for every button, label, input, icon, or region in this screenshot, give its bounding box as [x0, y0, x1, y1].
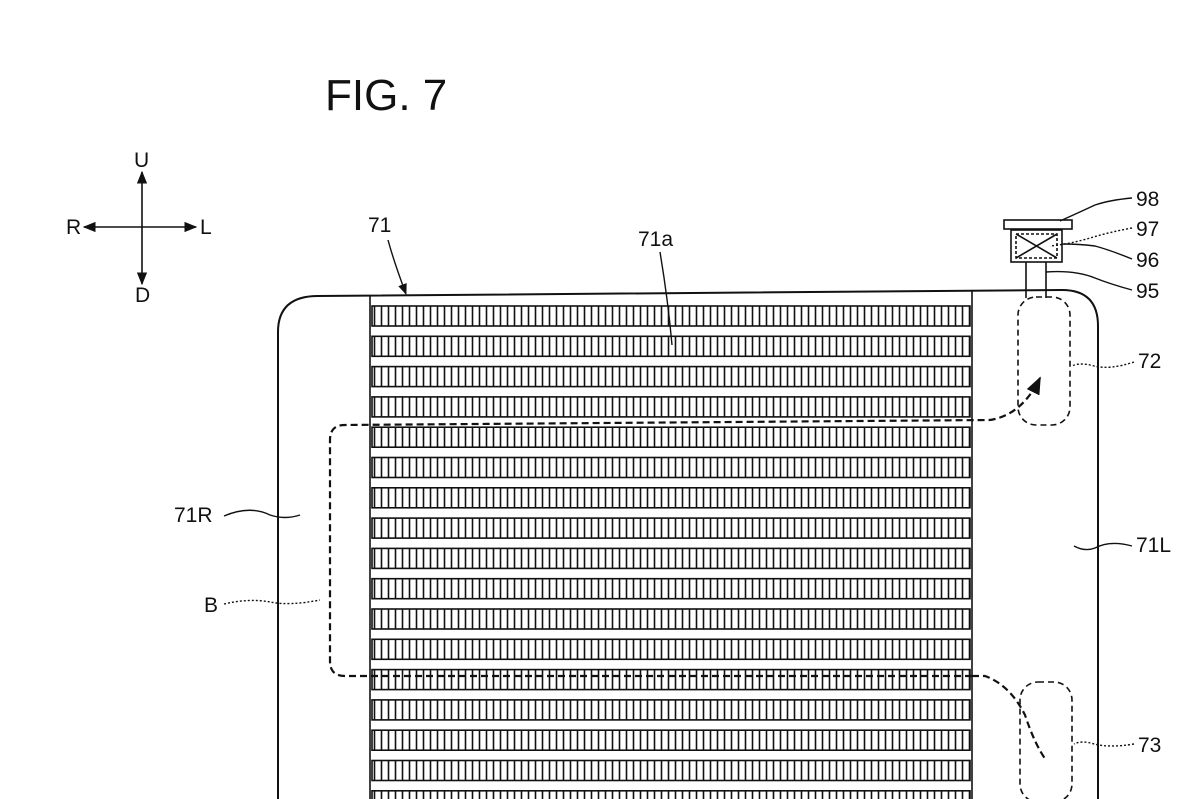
leader-lower-region — [1073, 741, 1135, 747]
fin-row — [371, 668, 971, 691]
leader-cap — [1059, 197, 1133, 222]
direction-down-label: D — [135, 284, 150, 307]
flow-path-b — [328, 376, 1041, 678]
fin-row — [371, 608, 971, 630]
label-radiator: 71 — [368, 214, 391, 237]
leader-radiator — [387, 239, 407, 296]
leader-upper-region — [1071, 361, 1135, 369]
fin-row — [371, 305, 971, 327]
radiator-body — [277, 288, 1099, 799]
direction-left-label: L — [200, 216, 212, 239]
label-pipe: 95 — [1136, 280, 1159, 303]
flow-path-b-lower-branch — [972, 674, 1047, 761]
fin-row — [371, 699, 971, 721]
label-valve-element: 97 — [1136, 218, 1159, 241]
fin-row — [371, 729, 971, 752]
direction-up-label: U — [134, 149, 149, 172]
valve-element — [1015, 233, 1058, 259]
leader-core — [659, 251, 673, 346]
fin-row — [371, 789, 971, 799]
label-upper-region: 72 — [1138, 350, 1161, 373]
valve-assembly — [1003, 219, 1073, 298]
fin-row — [371, 759, 971, 782]
radiator-core — [371, 305, 971, 799]
label-valve-body: 96 — [1136, 249, 1159, 272]
figure-title: FIG. 7 — [325, 71, 447, 120]
valve-element-cross-b — [1015, 233, 1058, 259]
leader-right-tank — [223, 509, 301, 519]
direction-indicator — [82, 170, 198, 286]
label-cap: 98 — [1136, 188, 1159, 211]
upper-region-outline — [1017, 296, 1071, 426]
leader-lines — [223, 197, 1135, 747]
fin-row — [371, 365, 971, 388]
fin-row — [371, 486, 971, 509]
fin-row — [371, 426, 971, 449]
lower-region-outline — [1019, 681, 1073, 799]
direction-right-label: R — [66, 216, 81, 239]
fin-row — [371, 577, 971, 600]
label-left-tank: 71L — [1136, 534, 1171, 557]
fin-row — [371, 517, 971, 539]
label-right-tank: 71R — [174, 504, 213, 527]
fin-row — [371, 456, 971, 479]
leader-flow-path — [223, 599, 321, 605]
label-core: 71a — [638, 228, 673, 251]
leader-left-tank — [1073, 542, 1133, 551]
fin-row — [371, 638, 971, 661]
label-flow-path: B — [204, 594, 218, 617]
leader-pipe — [1045, 270, 1133, 291]
fin-row — [371, 396, 971, 418]
fin-row — [371, 547, 971, 570]
leader-valve-element — [1049, 227, 1133, 247]
label-lower-region: 73 — [1138, 734, 1161, 757]
leader-valve-body — [1061, 243, 1133, 260]
cap — [1003, 219, 1073, 230]
